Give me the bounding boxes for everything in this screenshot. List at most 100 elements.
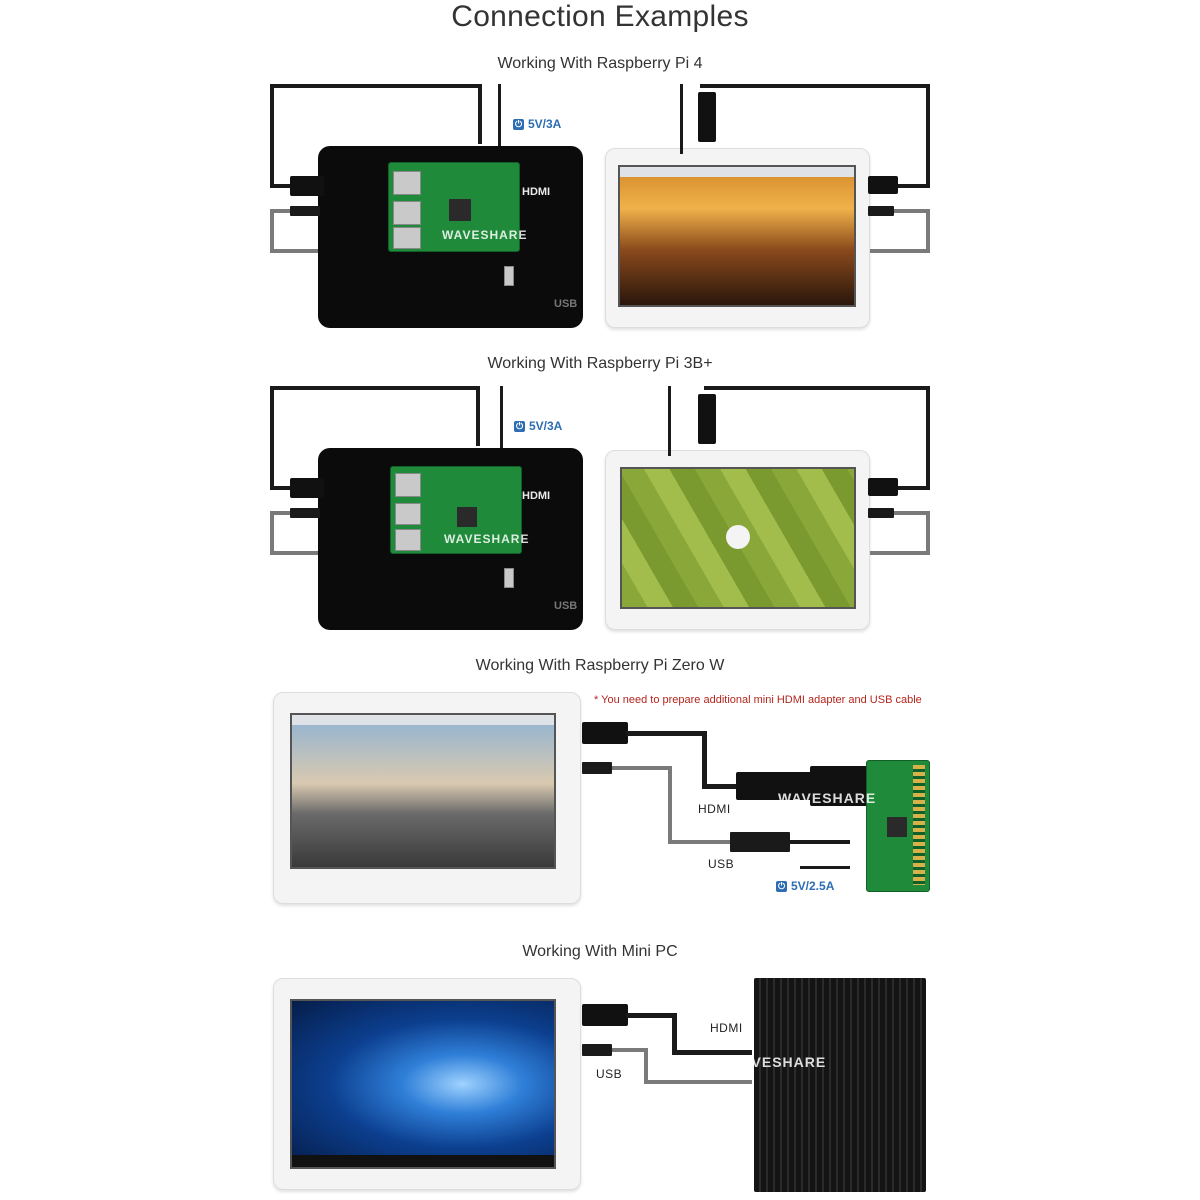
hdmi-label: HDMI bbox=[522, 490, 551, 502]
usb-label: USB bbox=[554, 298, 578, 310]
usb-cable bbox=[612, 766, 672, 770]
hdmi-connector bbox=[290, 478, 324, 498]
mini-hdmi-adapter bbox=[810, 766, 868, 806]
hdmi-cable bbox=[270, 386, 480, 390]
usb-cable bbox=[270, 209, 274, 253]
display-back-panel: WAVESHARE HDMI USB bbox=[318, 146, 583, 328]
power-badge: ⏻ 5V/2.5A bbox=[776, 879, 834, 893]
power-badge: ⏻ 5V/3A bbox=[513, 117, 561, 131]
usb-connector bbox=[582, 1044, 612, 1056]
lcd-screen bbox=[618, 165, 856, 307]
windows-taskbar bbox=[292, 1155, 554, 1167]
hdmi-connector bbox=[290, 176, 324, 196]
hdmi-connector bbox=[868, 176, 898, 194]
hdmi-cable bbox=[270, 386, 274, 490]
usb-cable bbox=[870, 551, 930, 555]
usb-connector bbox=[290, 508, 320, 518]
raspberry-pi-zero-board bbox=[866, 760, 930, 892]
waveshare-watermark: WAVESHARE bbox=[778, 790, 877, 806]
usb-port bbox=[393, 201, 421, 225]
usb-connector bbox=[868, 508, 894, 518]
display-front bbox=[273, 978, 581, 1190]
usb-cable bbox=[612, 1048, 648, 1052]
usb-cable bbox=[270, 511, 274, 555]
usb-label: USB bbox=[554, 600, 578, 612]
display-front bbox=[273, 692, 581, 904]
usb-cable bbox=[926, 511, 930, 555]
hdmi-cable bbox=[870, 486, 930, 490]
power-cable bbox=[680, 84, 683, 154]
hdmi-cable bbox=[476, 386, 480, 446]
usb-cable bbox=[790, 840, 850, 844]
ethernet-port bbox=[393, 227, 421, 249]
usb-cable bbox=[926, 209, 930, 253]
usb-port bbox=[504, 568, 514, 588]
adapter-note: * You need to prepare additional mini HD… bbox=[594, 694, 922, 706]
soc-chip bbox=[457, 507, 477, 527]
usb-cable bbox=[644, 1048, 648, 1084]
hdmi-cable bbox=[870, 184, 930, 188]
mini-pc bbox=[754, 978, 926, 1192]
hdmi-label: HDMI bbox=[698, 802, 731, 816]
hdmi-adapter bbox=[736, 772, 812, 800]
usb-cable bbox=[668, 766, 672, 844]
section-title-pi4: Working With Raspberry Pi 4 bbox=[497, 55, 703, 72]
hdmi-cable bbox=[626, 731, 706, 736]
hdmi-cable bbox=[926, 84, 930, 188]
hdmi-connector bbox=[582, 722, 628, 744]
usb-label: USB bbox=[596, 1067, 623, 1081]
usb-port bbox=[395, 503, 421, 525]
hdmi-cable bbox=[478, 84, 482, 144]
hdmi-cable bbox=[704, 386, 930, 390]
raspberry-pi-4-board bbox=[388, 162, 520, 252]
usb-cable bbox=[870, 511, 930, 515]
desktop-taskbar bbox=[620, 167, 854, 177]
desktop-taskbar bbox=[292, 715, 554, 725]
display-front bbox=[605, 450, 870, 630]
raspberry-pi-3b-board bbox=[390, 466, 522, 554]
hdmi-cable bbox=[626, 1013, 676, 1018]
power-value: 5V/3A bbox=[529, 419, 563, 433]
waveshare-watermark: WAVESHARE bbox=[444, 532, 530, 546]
hdmi-connector bbox=[868, 478, 898, 496]
usb-cable bbox=[668, 840, 732, 844]
usb-connector bbox=[290, 206, 320, 216]
power-icon: ⏻ bbox=[514, 420, 525, 432]
hdmi-cable bbox=[926, 386, 930, 490]
usb-port bbox=[395, 529, 421, 551]
usb-cable bbox=[270, 551, 340, 555]
hdmi-cable bbox=[702, 731, 707, 789]
ethernet-port bbox=[395, 473, 421, 497]
gpio-header bbox=[913, 765, 925, 885]
hdmi-connector bbox=[698, 394, 716, 444]
usb-port bbox=[393, 171, 421, 195]
usb-cable bbox=[270, 249, 340, 253]
display-front bbox=[605, 148, 870, 328]
ubuntu-logo-icon bbox=[726, 525, 750, 549]
lcd-screen bbox=[290, 999, 556, 1169]
hdmi-cable bbox=[702, 784, 742, 789]
usb-connector bbox=[868, 206, 894, 216]
usb-label: USB bbox=[708, 857, 735, 871]
power-cable bbox=[500, 386, 503, 456]
power-value: 5V/3A bbox=[528, 117, 562, 131]
soc-chip bbox=[887, 817, 907, 837]
power-cable bbox=[668, 386, 671, 456]
section-title-minipc: Working With Mini PC bbox=[522, 943, 678, 960]
hdmi-cable bbox=[270, 84, 480, 88]
section-title-pi3: Working With Raspberry Pi 3B+ bbox=[487, 355, 713, 372]
hdmi-cable bbox=[700, 84, 930, 88]
display-back-panel: WAVESHARE HDMI USB bbox=[318, 448, 583, 630]
page-title: Connection Examples bbox=[451, 0, 749, 33]
hdmi-cable bbox=[270, 84, 274, 188]
lcd-screen bbox=[290, 713, 556, 869]
power-cable bbox=[800, 866, 850, 869]
power-badge: ⏻ 5V/3A bbox=[514, 419, 562, 433]
usb-cable bbox=[870, 209, 930, 213]
usb-connector bbox=[582, 762, 612, 774]
waveshare-watermark: WAVESHARE bbox=[728, 1054, 827, 1070]
usb-otg-adapter bbox=[730, 832, 790, 852]
waveshare-watermark: WAVESHARE bbox=[442, 228, 528, 242]
hdmi-label: HDMI bbox=[710, 1021, 743, 1035]
hdmi-label: HDMI bbox=[522, 186, 551, 198]
